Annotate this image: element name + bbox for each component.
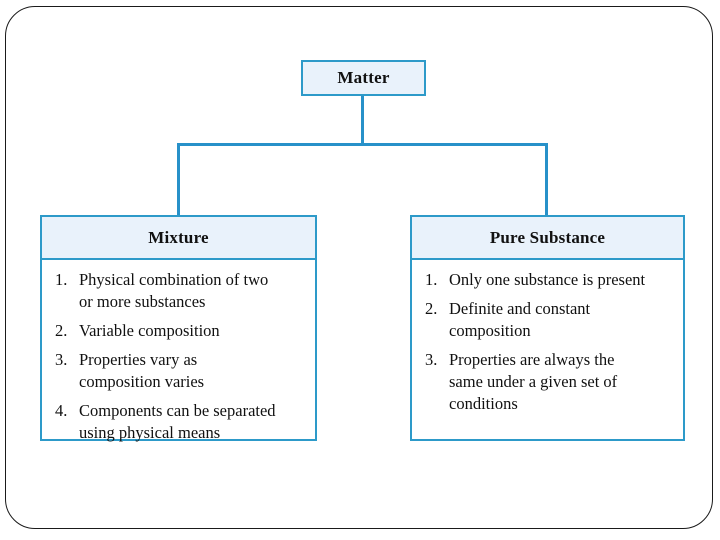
mixture-box-title: Mixture <box>148 227 209 247</box>
item-number: 1. <box>425 270 438 289</box>
connector-branch-horizontal <box>177 143 548 146</box>
item-text: Physical combination of two or more subs… <box>79 270 269 311</box>
item-text: Variable composition <box>79 321 220 340</box>
matter-node: Matter <box>301 60 426 96</box>
pure-substance-box-header: Pure Substance <box>412 217 683 260</box>
mixture-box-header: Mixture <box>42 217 315 260</box>
mixture-box-body: 1. Physical combination of two or more s… <box>42 260 315 444</box>
list-item: 4. Components can be separated using phy… <box>55 400 311 444</box>
list-item: 1. Physical combination of two or more s… <box>55 269 311 313</box>
item-text: Components can be separated using physic… <box>79 401 276 442</box>
pure-substance-box: Pure Substance 1. Only one substance is … <box>410 215 685 441</box>
item-text: Properties are always the same under a g… <box>449 350 618 413</box>
list-item: 3. Properties are always the same under … <box>425 349 679 415</box>
list-item: 1. Only one substance is present <box>425 269 679 291</box>
item-number: 4. <box>55 401 68 420</box>
item-number: 2. <box>55 321 68 340</box>
item-number: 3. <box>425 350 438 369</box>
item-number: 1. <box>55 270 68 289</box>
item-text: Only one substance is present <box>449 270 646 289</box>
item-text: Definite and constant composition <box>449 299 591 340</box>
item-text: Properties vary as composition varies <box>79 350 205 391</box>
list-item: 2. Variable composition <box>55 320 311 342</box>
item-number: 3. <box>55 350 68 369</box>
pure-substance-box-body: 1. Only one substance is present 2. Defi… <box>412 260 683 415</box>
mixture-box: Mixture 1. Physical combination of two o… <box>40 215 317 444</box>
connector-root-vertical <box>361 96 364 145</box>
list-item: 2. Definite and constant composition <box>425 298 679 342</box>
list-item: 3. Properties vary as composition varies <box>55 349 311 393</box>
matter-node-label: Matter <box>337 68 390 87</box>
connector-left-vertical <box>177 143 180 215</box>
pure-substance-box-title: Pure Substance <box>489 227 606 247</box>
connector-right-vertical <box>545 143 548 215</box>
item-number: 2. <box>425 299 438 318</box>
